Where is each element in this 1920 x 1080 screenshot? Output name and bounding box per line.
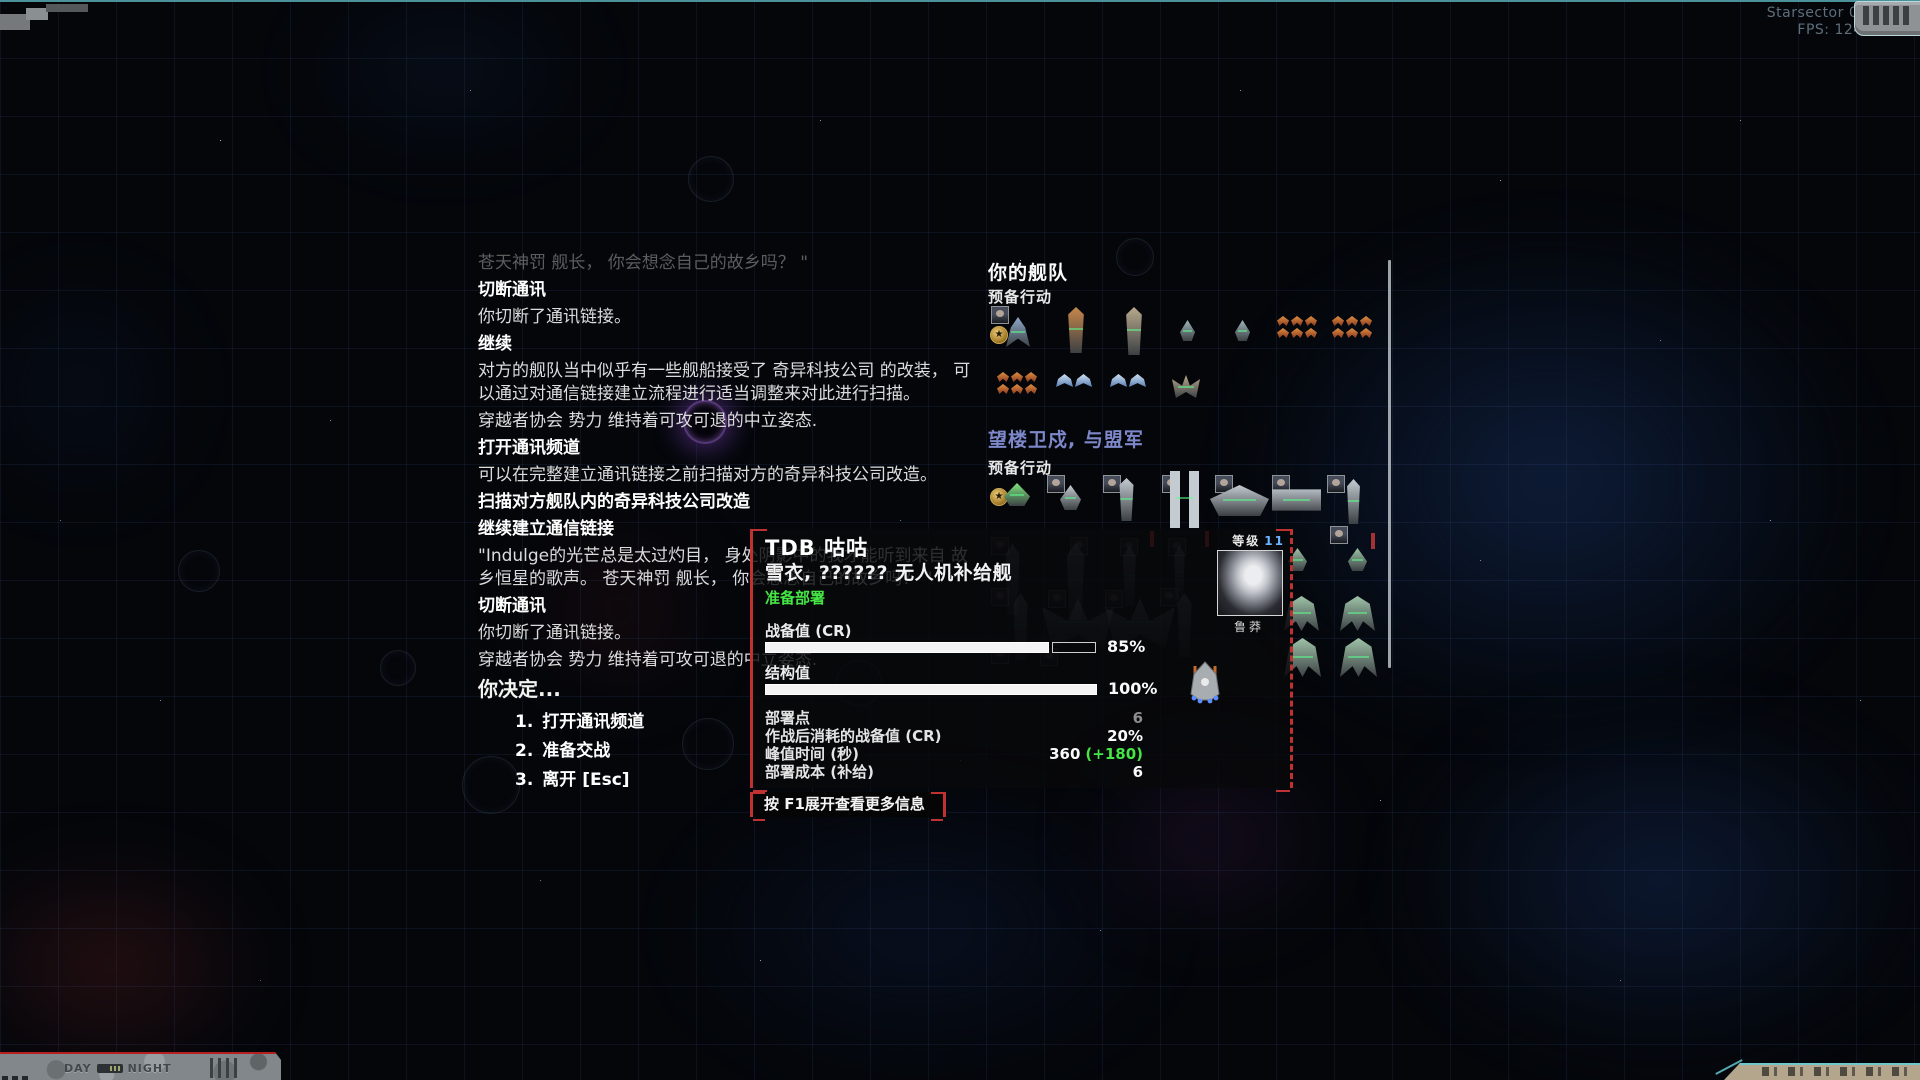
officer-portrait-chip [1103, 475, 1121, 493]
bar-notch [12, 1076, 18, 1080]
ally-fleet-sub: 预备行动 [988, 459, 1053, 477]
daynight-bar: DAY NIGHT [0, 1052, 281, 1080]
dialog-line: 你切断了通讯链接。 [478, 623, 631, 643]
ship-class: 雪衣, ?????? 无人机补给舰 [765, 562, 1013, 584]
stat-row: 部署成本 (补给)6 [765, 763, 1143, 781]
fleet-scrollbar[interactable] [1388, 260, 1391, 668]
dialog-line: 继续建立通信链接 [478, 519, 614, 539]
ship-name: TDB 咕咕 [765, 536, 869, 560]
cr-value: 85% [1106, 637, 1146, 656]
dialog-line: 打开通讯频道 [478, 438, 580, 458]
ship-icon[interactable] [1170, 471, 1199, 528]
hull-bar [765, 684, 1097, 695]
bar-glyphs [1762, 1067, 1912, 1076]
dialog-line: 切断通讯 [478, 596, 546, 616]
day-label: DAY [64, 1062, 92, 1075]
hull-bar-label: 结构值 [765, 664, 811, 682]
dialog-line: 切断通讯 [478, 280, 546, 300]
fighter-wing-icon[interactable] [1277, 316, 1317, 338]
bar-slits [210, 1058, 238, 1078]
sensor-ring [380, 650, 416, 686]
black-hole [683, 400, 727, 444]
bar-notch [2, 1076, 8, 1080]
stat-row: 峰值时间 (秒)360(+180) [765, 745, 1143, 763]
ship-icon[interactable] [1272, 489, 1321, 511]
hull-decor-bar [1714, 1059, 1920, 1080]
ship-icon[interactable] [1340, 596, 1375, 631]
cr-bar-label: 战备值 (CR) [765, 622, 852, 640]
ship-icon[interactable] [1340, 638, 1377, 677]
dialog-history-line: 苍天神罚 舰长， 你会想念自己的故乡吗？ " [478, 253, 809, 273]
sensor-ring [688, 156, 734, 202]
player-fleet-header: 你的舰队 [988, 262, 1069, 284]
nebula-red [0, 800, 340, 1080]
nebula-blue [230, 0, 660, 200]
daynight-toggle[interactable] [96, 1064, 123, 1073]
officer-name: 鲁莽 [1233, 620, 1264, 634]
ship-tooltip: TDB 咕咕 雪衣, ?????? 无人机补给舰 准备部署 战备值 (CR) 8… [750, 529, 1293, 792]
player-fleet-sub: 预备行动 [988, 288, 1053, 306]
ship-icon[interactable] [1126, 307, 1142, 355]
fighter-wing-icon[interactable] [1056, 374, 1092, 387]
ship-icon[interactable] [1180, 320, 1195, 341]
dialog-line: 可以在完整建立通讯链接之前扫描对方的奇异科技公司改造。 [478, 465, 937, 485]
dialog-option[interactable]: 3.离开 [Esc] [515, 770, 630, 790]
fighter-wing-icon[interactable] [1110, 374, 1146, 387]
night-label: NIGHT [127, 1062, 172, 1075]
screen-top-border [0, 0, 1920, 2]
dialog-line: 你切断了通讯链接。 [478, 307, 631, 327]
red-marker-tick [1371, 533, 1375, 549]
ship-status: 准备部署 [765, 589, 826, 607]
officer-portrait-chip [1327, 475, 1345, 493]
bar-notch [22, 1076, 28, 1080]
scroll-grip-widget[interactable] [1854, 1, 1920, 36]
sensor-ring [178, 550, 220, 592]
dialog-option[interactable]: 1.打开通讯频道 [515, 712, 645, 732]
ship-icon[interactable] [1006, 317, 1030, 347]
fighter-wing-icon[interactable] [997, 372, 1037, 394]
dialog-line: 继续 [478, 334, 512, 354]
dialog-line: 穿越者协会 势力 维持着可攻可退的中立姿态. [478, 411, 818, 431]
ship-icon[interactable] [1068, 307, 1084, 353]
dialog-options: 1.打开通讯频道 2.准备交战 3.离开 [Esc] [478, 711, 972, 791]
version-text: Starsector 0.95 [1766, 5, 1882, 21]
f1-expand-hint: 按 F1展开查看更多信息 [750, 792, 946, 821]
dialog-line: 对方的舰队当中似乎有一些舰船接受了 奇异科技公司 的改装， 可以通过对通信链接建… [478, 361, 971, 404]
fighter-wing-icon[interactable] [1332, 316, 1372, 338]
flagship-star-badge: ★ [990, 326, 1008, 344]
stat-row: 作战后消耗的战备值 (CR)20% [765, 727, 1143, 745]
ship-icon[interactable] [1347, 479, 1360, 524]
nebula-blue [0, 220, 240, 560]
corner-structure-sprite [0, 2, 92, 32]
ship-icon[interactable] [1235, 320, 1250, 341]
officer-portrait-chip [1047, 475, 1065, 493]
ship-icon[interactable] [1348, 548, 1367, 571]
dialog-line: 扫描对方舰队内的奇异科技公司改造 [478, 492, 750, 512]
dialog-line: 穿越者协会 势力 维持着可攻可退的中立姿态. [478, 650, 818, 670]
officer-portrait-chip [991, 306, 1009, 324]
decision-prompt: 你决定... [478, 677, 561, 701]
hovered-ship-sprite[interactable] [1183, 660, 1227, 706]
officer-portrait-large [1217, 550, 1283, 616]
officer-portrait-chip [1330, 526, 1348, 544]
hull-value: 100% [1108, 679, 1158, 698]
ship-icon[interactable] [1172, 375, 1200, 398]
dialog-option[interactable]: 2.准备交战 [515, 741, 611, 761]
ship-icon[interactable] [1004, 483, 1030, 506]
cr-bar [765, 642, 1096, 653]
